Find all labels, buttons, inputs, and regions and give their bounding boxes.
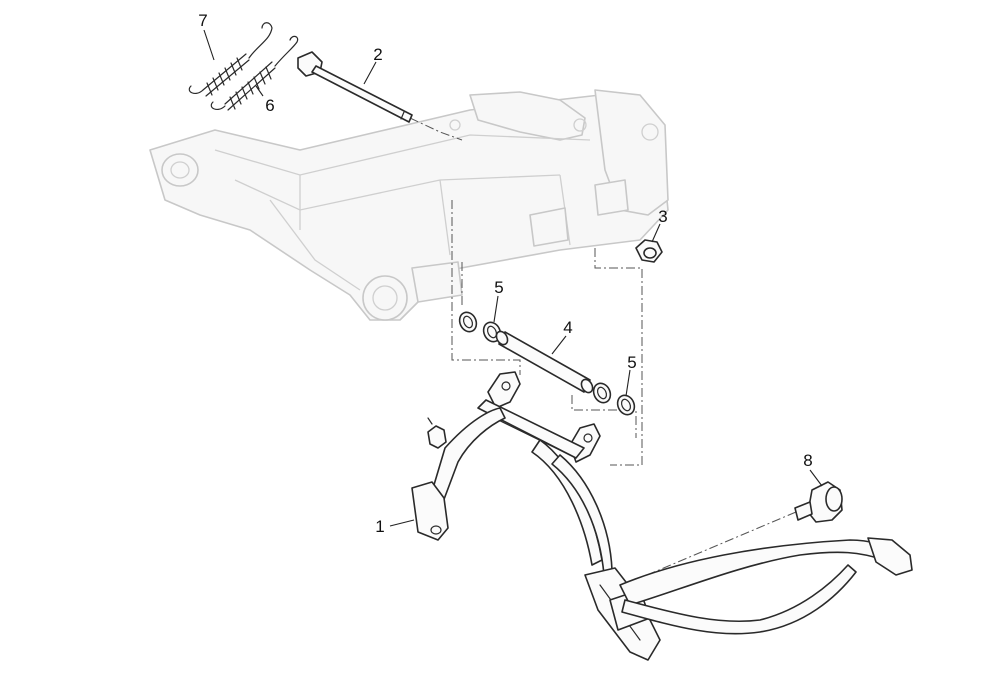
callout-5-right: 5 [627, 353, 636, 372]
washers-part-5-left [458, 311, 502, 343]
callout-5-left: 5 [494, 278, 503, 297]
bolt-part-2 [297, 51, 413, 123]
spring-part-6 [210, 35, 299, 111]
callout-3: 3 [658, 207, 667, 226]
callout-2: 2 [373, 45, 382, 64]
callout-8: 8 [803, 451, 812, 470]
callout-labels: 7 2 6 3 5 4 5 1 8 [198, 11, 823, 536]
callout-4: 4 [563, 318, 572, 337]
center-stand-part-1 [411, 371, 913, 661]
callout-6: 6 [265, 96, 274, 115]
rubber-stop-part-8 [794, 481, 843, 523]
nut-part-3 [635, 239, 663, 263]
washers-part-5-right [592, 382, 636, 416]
swingarm-frame [149, 89, 669, 321]
spacer-part-4 [495, 330, 594, 394]
callout-7: 7 [198, 11, 207, 30]
callout-1: 1 [375, 517, 384, 536]
spring-part-7 [188, 22, 273, 97]
